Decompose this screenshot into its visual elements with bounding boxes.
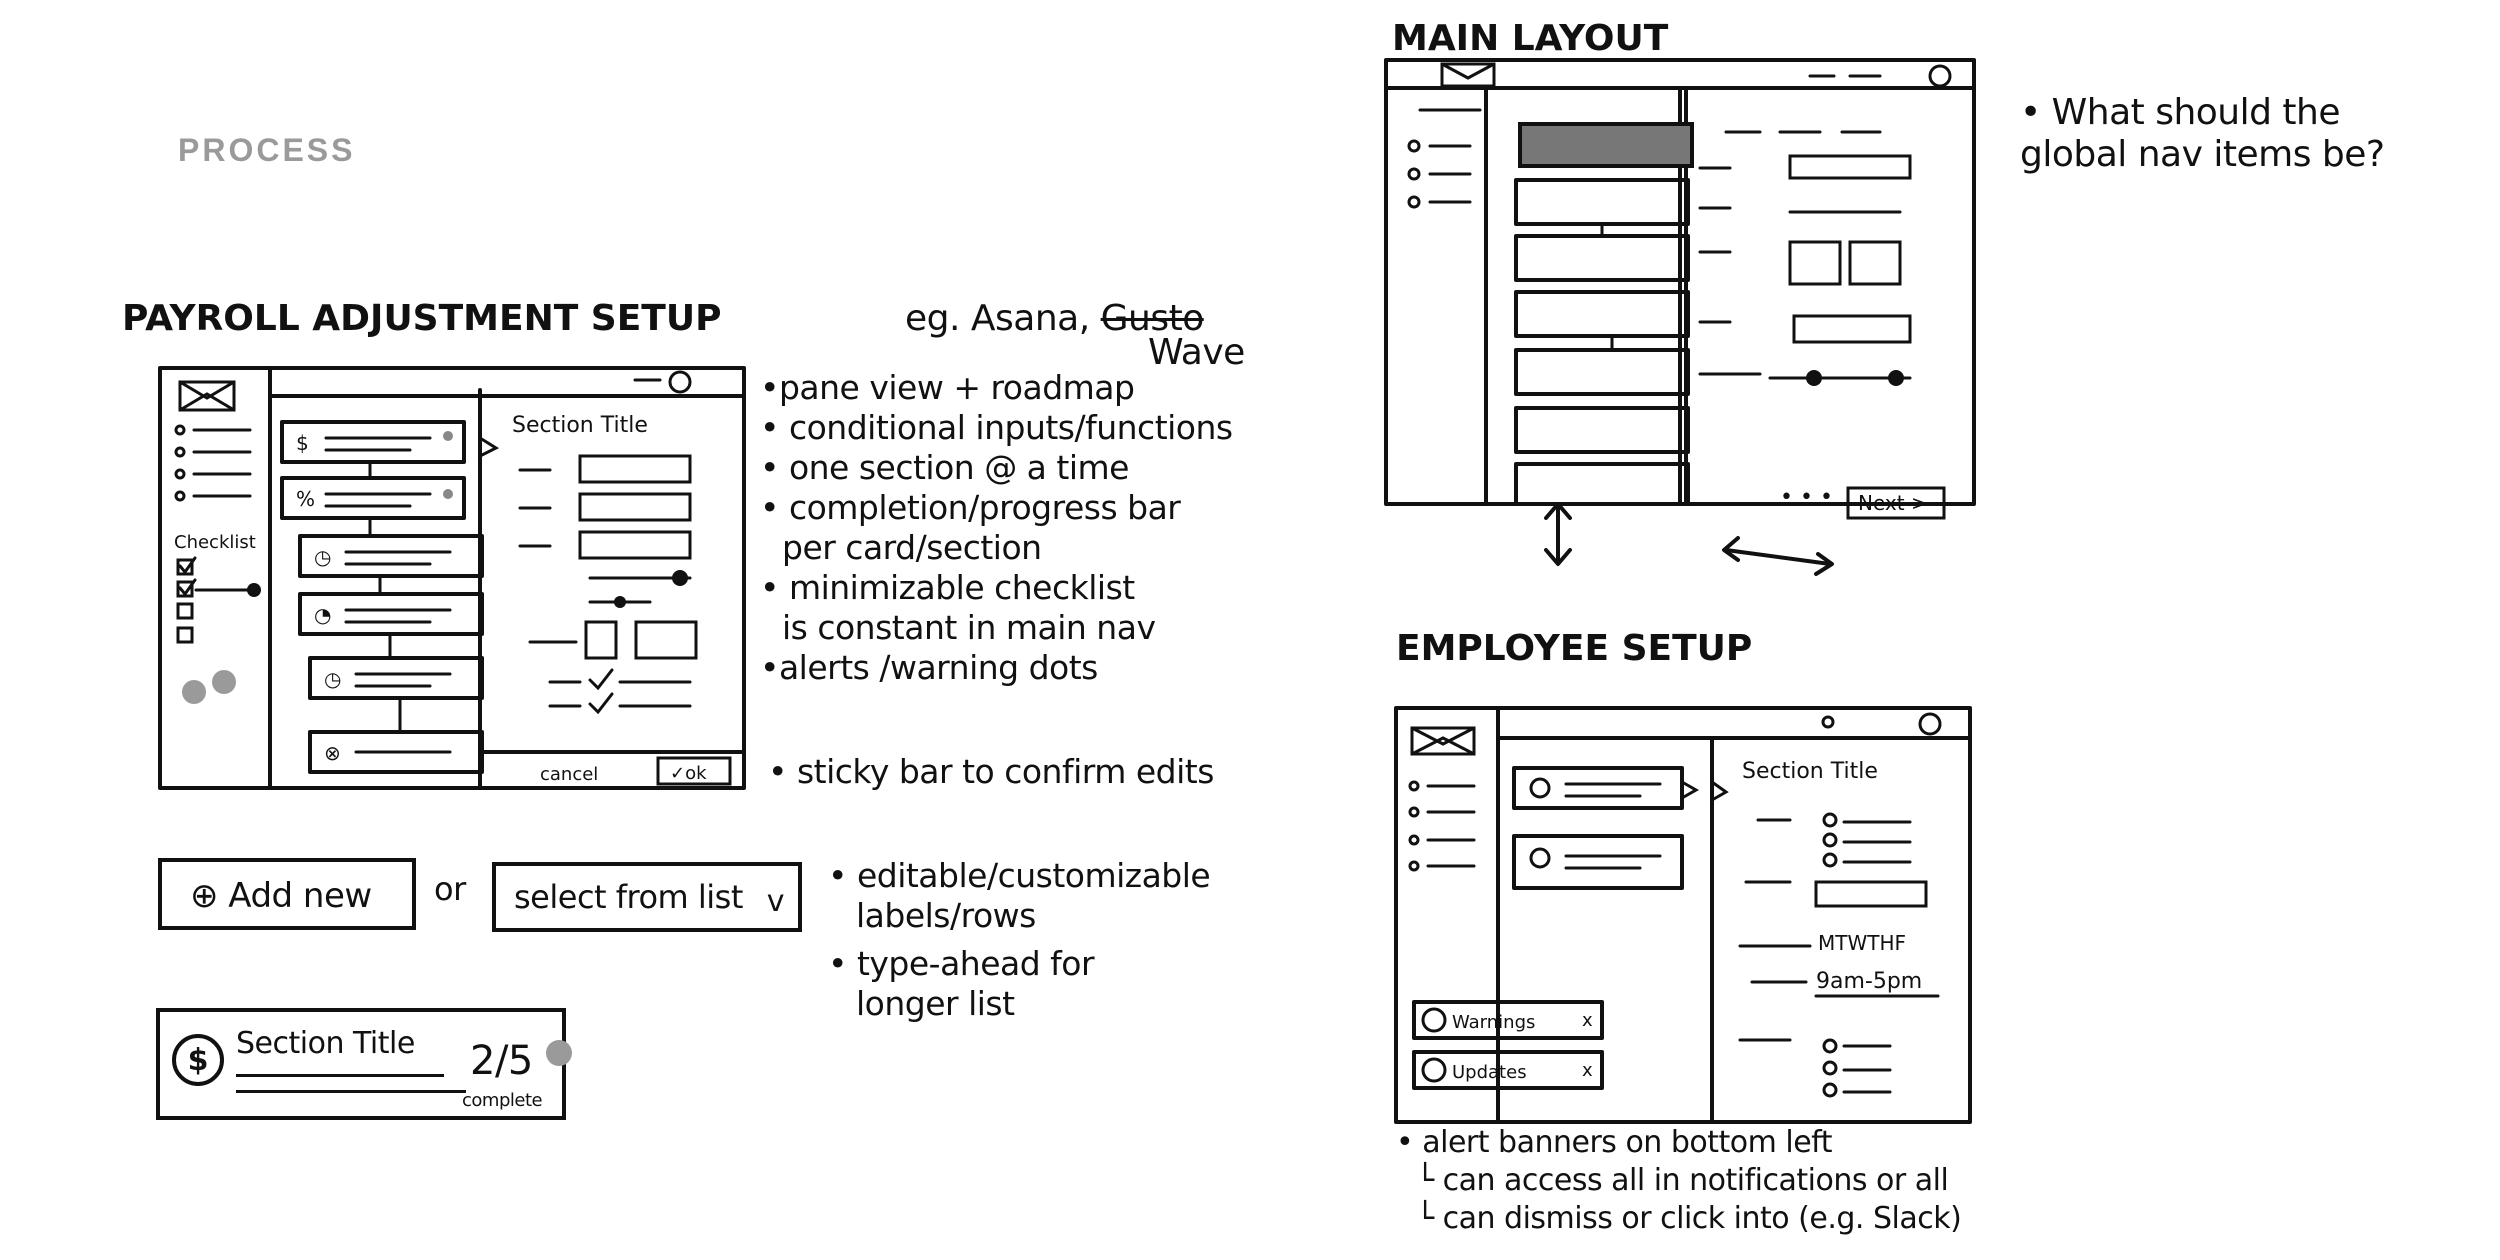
note-line: • What should the — [2020, 92, 2340, 133]
logo-icon — [178, 380, 236, 412]
pane-section-title: Section Title — [1742, 759, 1878, 784]
detail-pane-fields — [1698, 130, 1912, 386]
close-icon — [1918, 712, 1942, 736]
sticky-confirm-label: ✓ok — [670, 763, 707, 784]
select-label: select from list — [514, 878, 743, 916]
note-line: • conditional inputs/functions — [760, 408, 1233, 447]
pane-section-title: Section Title — [512, 413, 648, 438]
sidebar-nav-items — [174, 424, 252, 502]
note-line: • editable/customizable — [828, 856, 1211, 895]
alert-icon — [1421, 1007, 1447, 1033]
chevron-down-icon: v — [766, 884, 785, 919]
sticky-confirm-button — [656, 756, 732, 786]
logo-icon — [1410, 726, 1476, 756]
clock-icon-2: ◷ — [324, 667, 341, 691]
progress-line — [236, 1090, 466, 1093]
dismiss-icon: x — [1582, 1060, 1593, 1081]
pane-form-fields — [1738, 812, 1928, 1098]
note-line: • completion/progress bar — [760, 488, 1181, 527]
completion-label: complete — [462, 1090, 543, 1111]
logo-icon — [1440, 62, 1496, 88]
select-from-list-dropdown[interactable]: select from list v — [492, 862, 802, 932]
dismiss-icon: x — [1582, 1010, 1593, 1031]
x-circle-icon: ⊗ — [324, 741, 341, 765]
hours-field: 9am-5pm — [1816, 969, 1922, 994]
warning-dot — [546, 1040, 572, 1066]
pane-form-fields — [518, 454, 698, 715]
note-line: per card/section — [782, 528, 1042, 567]
sidebar-checklist — [176, 556, 261, 644]
pie-icon: ◔ — [314, 603, 331, 627]
employee-setup-title: EMPLOYEE SETUP — [1396, 628, 1753, 669]
add-new-button[interactable]: ⊕ Add new — [158, 858, 416, 930]
payroll-notes: •pane view + roadmap • conditional input… — [760, 368, 1233, 688]
main-layout-sketch: • • • Next > — [1384, 58, 1976, 520]
next-button — [1846, 486, 1946, 520]
add-new-label: ⊕ Add new — [190, 876, 372, 916]
dollar-icon: $ — [296, 431, 309, 455]
section-card-title: Section Title — [236, 1026, 415, 1061]
payroll-example-refs: eg. Asana, Gusto — [905, 298, 1204, 339]
note-line: └ can dismiss or click into (e.g. Slack) — [1416, 1201, 1962, 1236]
warnings-banner — [1412, 1000, 1604, 1040]
sticky-bar-note: • sticky bar to confirm edits — [768, 752, 1214, 791]
example-wave: Wave — [1148, 332, 1245, 373]
payroll-wireframe-sketch: Checklist $ % ◷ ◔ ◷ ⊗ Section — [158, 366, 746, 790]
note-line: • one section @ a time — [760, 448, 1129, 487]
global-nav-items — [1407, 108, 1482, 209]
progress-line — [236, 1074, 444, 1077]
employee-card-group — [1512, 766, 1684, 810]
sidebar-nav-items — [1408, 780, 1476, 872]
note-line: • alert banners on bottom left — [1396, 1125, 1832, 1160]
component-notes: • editable/customizable labels/rows • ty… — [828, 856, 1211, 1024]
employee-setup-sketch: Section Title MTWTHF 9am-5pm Warnings x … — [1394, 706, 1972, 1124]
next-button-label: Next > — [1858, 491, 1928, 515]
or-label: or — [434, 870, 466, 908]
note-line: global nav items be? — [2020, 134, 2385, 175]
horizontal-arrow-icon — [1724, 548, 1832, 566]
resize-arrows — [1544, 502, 1834, 576]
alert-dot-1 — [182, 680, 206, 704]
global-nav-note: • What should the global nav items be? — [2020, 92, 2385, 176]
checklist-label: Checklist — [174, 532, 256, 553]
example-struck: Gusto — [1100, 298, 1205, 339]
dollar-icon: $ — [172, 1034, 224, 1086]
employee-card-person — [1512, 834, 1684, 890]
clock-icon: ◷ — [314, 545, 331, 569]
note-line: └ can access all in notifications or all — [1416, 1163, 1949, 1198]
note-line: •alerts /warning dots — [760, 648, 1098, 687]
updates-label: Updates — [1452, 1062, 1527, 1083]
info-icon — [1421, 1057, 1447, 1083]
process-heading: PROCESS — [178, 132, 356, 168]
card-list — [1514, 122, 1694, 506]
employee-notes: • alert banners on bottom left └ can acc… — [1396, 1124, 1962, 1238]
pagination-dots: • • • — [1780, 485, 1833, 510]
updates-banner — [1412, 1050, 1604, 1090]
section-card-sketch: $ Section Title 2/5 complete — [156, 1008, 572, 1120]
note-line: is constant in main nav — [782, 608, 1156, 647]
note-line: • type-ahead for — [828, 944, 1095, 983]
sticky-cancel: cancel — [540, 764, 598, 785]
main-layout-title: MAIN LAYOUT — [1392, 18, 1669, 59]
percent-icon: % — [296, 487, 315, 511]
weekday-selector: MTWTHF — [1818, 931, 1906, 955]
completion-fraction: 2/5 — [470, 1038, 533, 1084]
note-line: •pane view + roadmap — [760, 368, 1135, 407]
warnings-label: Warnings — [1452, 1012, 1535, 1033]
note-line: labels/rows — [856, 896, 1036, 935]
roadmap-cards: $ % ◷ ◔ ◷ ⊗ — [280, 420, 484, 774]
close-icon — [668, 370, 692, 394]
close-icon — [1928, 64, 1952, 88]
warning-dot-2 — [212, 670, 236, 694]
note-line: • minimizable checklist — [760, 568, 1135, 607]
example-prefix: eg. Asana, — [905, 298, 1090, 339]
payroll-setup-title: PAYROLL ADJUSTMENT SETUP — [122, 298, 722, 339]
note-line: longer list — [856, 984, 1015, 1023]
